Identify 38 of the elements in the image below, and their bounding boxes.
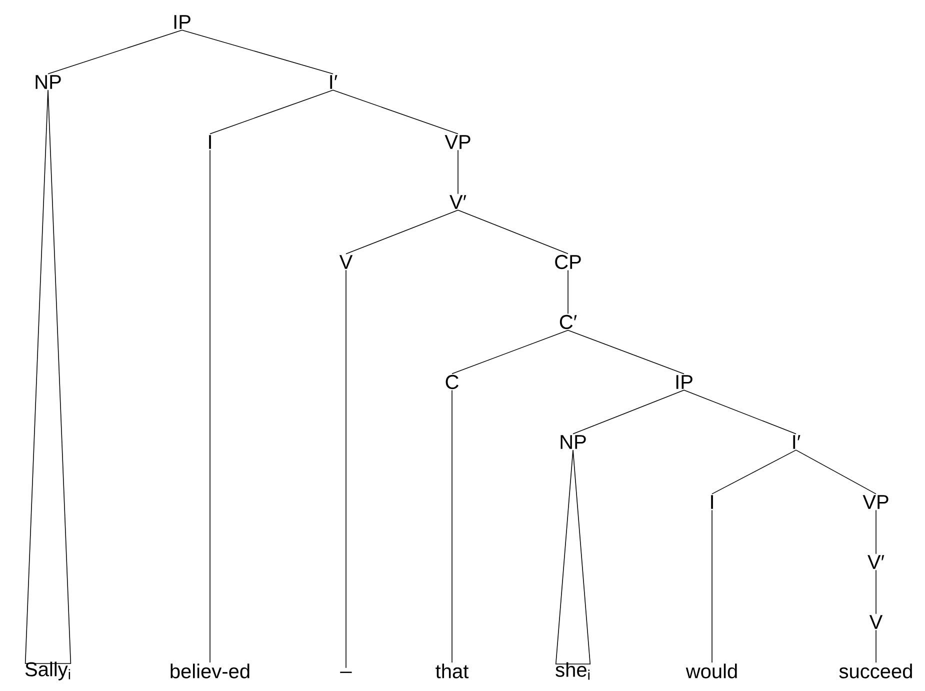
category-label: C′	[560, 314, 577, 330]
word-label: she$_{i}$	[556, 662, 590, 680]
category-label: V	[339, 255, 353, 269]
branch-line	[572, 390, 684, 434]
category-label: V′	[450, 195, 466, 209]
category-label: V′	[868, 555, 884, 569]
category-label: NP	[36, 75, 61, 89]
branch-line	[182, 30, 334, 74]
branch-line	[712, 450, 796, 494]
category-label: I	[711, 495, 713, 509]
branch-line	[346, 210, 458, 254]
branch-line	[332, 90, 458, 134]
category-label: IP	[676, 375, 692, 389]
word-label: that	[436, 664, 469, 678]
branch-line	[568, 330, 684, 374]
branch-line	[452, 330, 568, 374]
branch-line	[684, 390, 796, 434]
category-label: I′	[330, 75, 338, 89]
category-label: VP	[444, 135, 470, 149]
category-label: V	[869, 615, 883, 629]
word-label: succeed	[839, 664, 912, 678]
branch-line	[796, 450, 876, 494]
word-label: Sally$_{i}$	[25, 662, 70, 680]
triangle-branch	[24, 90, 72, 664]
category-label: NP	[560, 435, 586, 449]
branch-line	[210, 90, 334, 134]
word-label: would	[686, 664, 737, 678]
category-label: C	[446, 374, 458, 390]
triangle-branch	[555, 450, 591, 664]
category-label: IP	[174, 15, 190, 29]
category-label: I	[209, 135, 211, 149]
category-label: I′	[793, 435, 800, 449]
branch-line	[48, 30, 182, 74]
word-label: believ-ed	[170, 664, 250, 678]
branch-line	[458, 210, 568, 254]
word-label: _	[340, 672, 352, 673]
category-label: VP	[862, 495, 888, 509]
category-label: CP	[555, 254, 581, 270]
